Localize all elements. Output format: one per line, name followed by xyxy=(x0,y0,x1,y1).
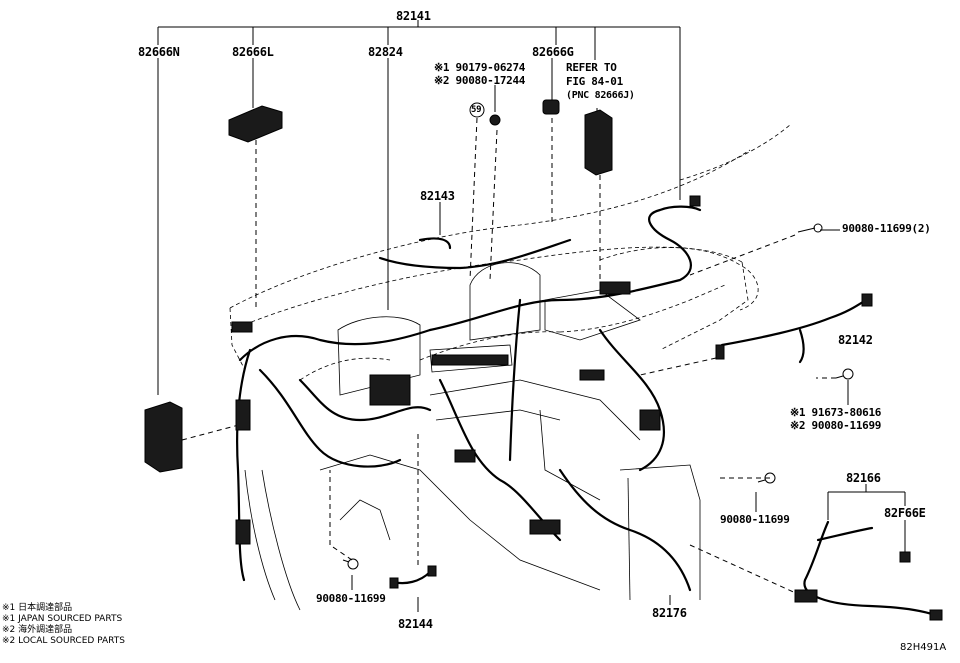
label-82F66E: 82F66E xyxy=(884,506,926,520)
refer-line-1: REFER TO xyxy=(566,61,617,74)
harness-82141 xyxy=(236,205,702,592)
label-82666G: 82666G xyxy=(532,45,574,59)
leader-bolt-left xyxy=(329,470,353,590)
clip-90179 xyxy=(489,114,501,126)
label-bolt-mid: 90080-11699 xyxy=(720,513,790,526)
label-bolt-top: 90080-11699(2) xyxy=(842,222,931,235)
harness-82142 xyxy=(720,298,868,364)
harness-82144 xyxy=(391,570,432,585)
part-82666G xyxy=(542,99,560,115)
leader-bolt-mid xyxy=(720,477,770,512)
leader-82142 xyxy=(639,357,717,376)
part-82666J xyxy=(584,109,613,176)
label-82824: 82824 xyxy=(368,45,403,59)
label-mark2-90080-b: ※2 90080-11699 xyxy=(790,419,882,432)
label-mark1-90179: ※1 90179-06274 xyxy=(434,61,526,74)
label-mark1-91673: ※1 91673-80616 xyxy=(790,406,882,419)
label-82142: 82142 xyxy=(838,333,873,347)
label-mark2-90080: ※2 90080-17244 xyxy=(434,74,526,87)
label-circle-59: 59 xyxy=(471,105,482,115)
bolt-90080-mid xyxy=(757,472,776,484)
label-82666N: 82666N xyxy=(138,45,180,59)
harness-82166 xyxy=(803,520,937,617)
label-82176: 82176 xyxy=(652,606,687,620)
leader-bolt-right xyxy=(816,377,849,405)
bolt-90080-left xyxy=(342,558,359,570)
refer-line-3: (PNC 82666J) xyxy=(566,90,635,101)
leader-90179 xyxy=(469,85,498,281)
figure-code: 82H491A xyxy=(900,642,947,653)
leader-bolt-top xyxy=(689,229,840,276)
connectors-misc xyxy=(231,195,701,545)
note-mark1-jp: ※1 日本調達部品 xyxy=(2,603,73,613)
connector-82144-end xyxy=(389,565,437,589)
bolt-90080-right xyxy=(835,368,854,380)
note-mark2-jp: ※2 海外調達部品 xyxy=(2,625,73,635)
dashboard-outline xyxy=(229,124,791,611)
leader-82666L xyxy=(252,58,257,310)
refer-line-2: FIG 84-01 xyxy=(566,75,623,88)
connector-82142-end xyxy=(715,293,873,360)
leader-82176 xyxy=(669,544,801,605)
label-82143: 82143 xyxy=(420,189,455,203)
label-bolt-left: 90080-11699 xyxy=(316,592,386,605)
part-82666L xyxy=(228,105,283,143)
harness-82143 xyxy=(378,237,572,270)
leader-82166 xyxy=(827,484,906,552)
grommet-59 xyxy=(469,102,485,118)
label-82141: 82141 xyxy=(396,9,431,23)
part-82666N xyxy=(144,401,183,473)
bolt-90080-top xyxy=(797,223,823,233)
connector-82166-end xyxy=(794,589,943,621)
connector-82F66E xyxy=(899,551,911,563)
leader-82141 xyxy=(157,20,681,200)
label-82666L: 82666L xyxy=(232,45,274,59)
label-82144: 82144 xyxy=(398,617,433,631)
note-mark1-en: ※1 JAPAN SOURCED PARTS xyxy=(2,614,123,624)
label-82166: 82166 xyxy=(846,471,881,485)
note-mark2-en: ※2 LOCAL SOURCED PARTS xyxy=(2,636,125,646)
